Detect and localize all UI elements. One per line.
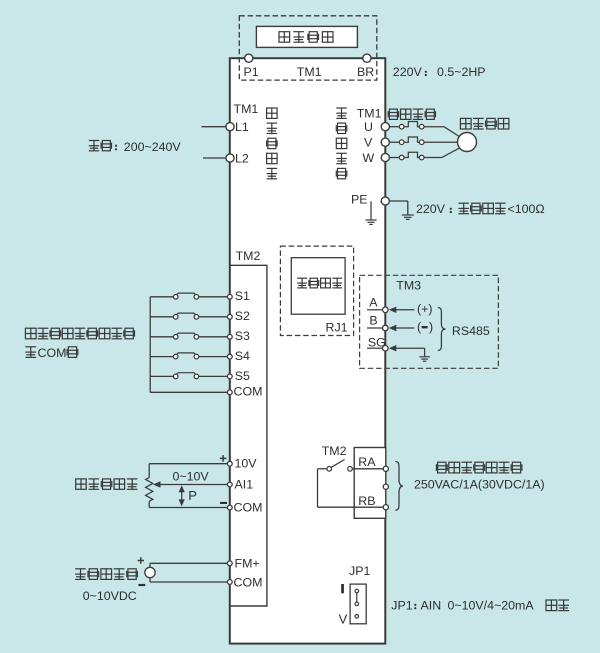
svg-text:S3: S3 xyxy=(235,329,250,343)
svg-text:PE: PE xyxy=(351,193,368,207)
svg-text:TM2: TM2 xyxy=(236,249,261,263)
svg-text:JP1: JP1 xyxy=(391,598,412,612)
svg-text:L2: L2 xyxy=(235,151,249,165)
svg-text:COM: COM xyxy=(38,346,67,360)
svg-text:0~10VDC: 0~10VDC xyxy=(83,589,137,603)
svg-text:S4: S4 xyxy=(235,349,250,363)
svg-text:0.5~2HP: 0.5~2HP xyxy=(437,65,486,79)
svg-text:COM: COM xyxy=(234,575,263,589)
svg-text:): ) xyxy=(429,320,433,334)
svg-text:TM1: TM1 xyxy=(234,102,259,116)
svg-text:RA: RA xyxy=(358,455,376,469)
svg-text:TM1: TM1 xyxy=(297,65,322,79)
svg-text:V: V xyxy=(339,611,348,626)
svg-text:FM+: FM+ xyxy=(235,557,260,571)
svg-text:A: A xyxy=(369,295,378,309)
svg-text:BR: BR xyxy=(357,65,374,79)
svg-text:250VAC/1A(30VDC/1A): 250VAC/1A(30VDC/1A) xyxy=(414,478,545,492)
svg-text:220V: 220V xyxy=(393,65,423,79)
svg-text:TM2: TM2 xyxy=(322,444,347,458)
svg-text:L1: L1 xyxy=(235,120,249,134)
svg-text:220V: 220V xyxy=(416,202,446,216)
svg-text:COM: COM xyxy=(234,500,263,514)
svg-text:RJ1: RJ1 xyxy=(326,321,348,335)
svg-text:AIN: AIN xyxy=(421,598,442,612)
svg-text:(+): (+) xyxy=(417,302,433,316)
svg-text:0~10V: 0~10V xyxy=(173,470,210,484)
svg-text:10V: 10V xyxy=(235,457,258,471)
svg-text:<100Ω: <100Ω xyxy=(508,202,545,216)
svg-text:JP1: JP1 xyxy=(349,564,370,578)
svg-text:S2: S2 xyxy=(235,309,250,323)
svg-text:TM1: TM1 xyxy=(357,107,382,121)
svg-text:P: P xyxy=(188,488,197,503)
svg-text:S5: S5 xyxy=(235,369,250,383)
svg-text:TM3: TM3 xyxy=(396,279,421,293)
svg-text:P1: P1 xyxy=(244,65,259,79)
svg-text:W: W xyxy=(363,151,375,165)
svg-text:S1: S1 xyxy=(235,289,250,303)
svg-text:RS485: RS485 xyxy=(452,324,490,338)
svg-text:0~10V/4~20mA: 0~10V/4~20mA xyxy=(448,598,535,612)
svg-text:200~240V: 200~240V xyxy=(124,140,182,154)
svg-text:U: U xyxy=(364,120,373,134)
svg-text:RB: RB xyxy=(358,494,375,508)
svg-text:SG: SG xyxy=(368,336,386,350)
svg-text:V: V xyxy=(364,135,373,149)
svg-text:AI1: AI1 xyxy=(235,478,254,492)
svg-text:(: ( xyxy=(417,320,422,334)
svg-text:B: B xyxy=(369,314,377,328)
svg-text:COM: COM xyxy=(234,385,263,399)
